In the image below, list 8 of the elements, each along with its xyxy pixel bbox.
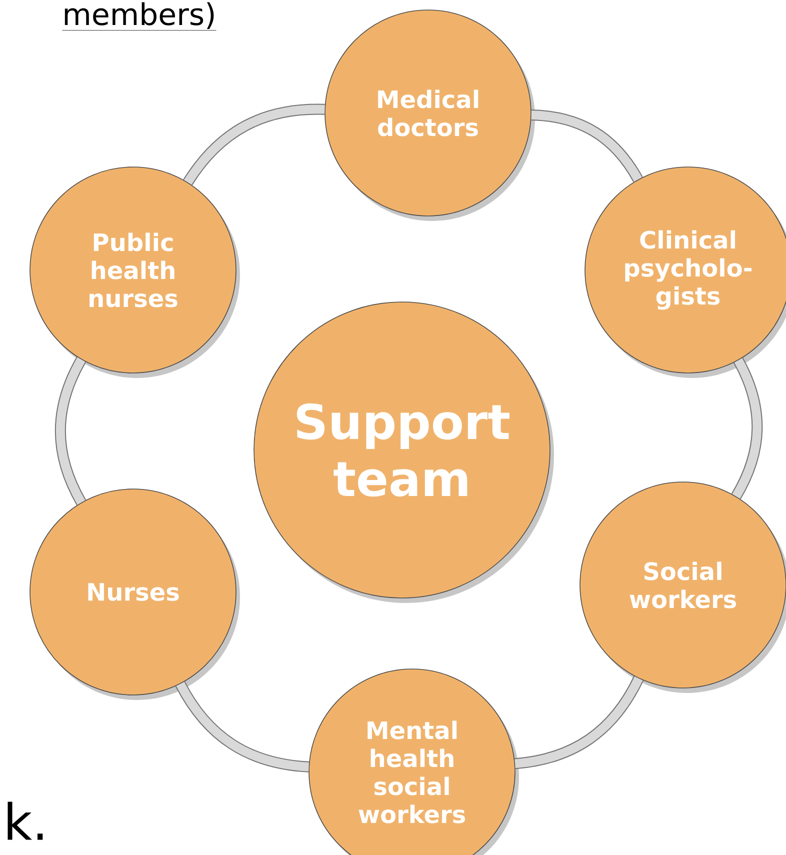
ring-segment	[175, 681, 310, 772]
ring-segment	[514, 676, 644, 770]
ring-segment	[183, 104, 325, 186]
text-fragment: k.	[8, 802, 43, 840]
ring-segment	[531, 110, 643, 182]
ring-segment	[731, 358, 763, 499]
title: members)	[62, 2, 216, 31]
ring-segment	[54, 356, 86, 506]
